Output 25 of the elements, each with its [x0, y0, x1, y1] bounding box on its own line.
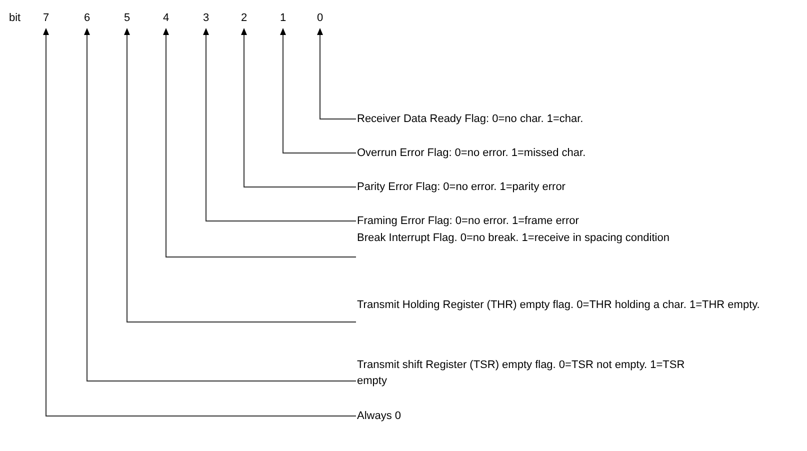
bit-number: 3	[200, 10, 212, 26]
leader-arrow	[163, 28, 356, 258]
bit-description: Break Interrupt Flag. 0=no break. 1=receive in spacing condition	[357, 230, 670, 246]
leader-arrow	[43, 28, 356, 416]
leader-arrow	[280, 28, 356, 154]
bit-description: Always 0	[357, 408, 402, 424]
leader-arrow	[124, 28, 356, 322]
bit-description: Overrun Error Flag: 0=no error. 1=missed char.	[357, 145, 586, 161]
bit-description: Parity Error Flag: 0=no error. 1=parity error	[357, 179, 566, 195]
axis-title: bit	[9, 11, 21, 26]
bit-number: 1	[277, 10, 289, 26]
bit-number: 5	[121, 10, 133, 26]
leader-arrow	[241, 28, 356, 188]
bit-description: Receiver Data Ready Flag: 0=no char. 1=char.	[357, 111, 584, 127]
bit-number: 4	[160, 10, 172, 26]
bit-description: Framing Error Flag: 0=no error. 1=frame error	[357, 213, 579, 229]
leader-arrow	[84, 28, 356, 382]
bit-number: 6	[81, 10, 93, 26]
leader-arrow	[317, 28, 356, 120]
bit-number: 0	[314, 10, 326, 26]
bit-description: Transmit Holding Register (THR) empty flag. 0=THR holding a char. 1=THR empty.	[357, 297, 777, 313]
bit-number: 2	[238, 10, 250, 26]
leader-arrow	[203, 28, 356, 222]
bit-number: 7	[40, 10, 52, 26]
bit-description: Transmit shift Register (TSR) empty flag. 0=TSR not empty. 1=TSR empty	[357, 357, 717, 389]
